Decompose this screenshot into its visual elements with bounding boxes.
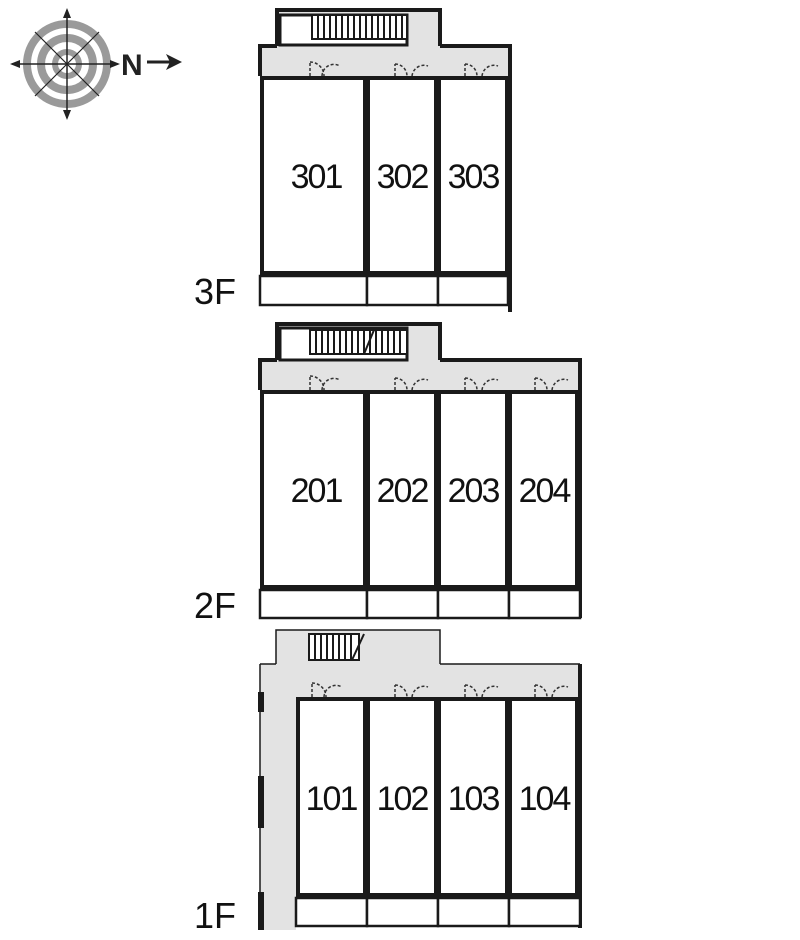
staircase-icon <box>278 326 409 362</box>
room-number: 302 <box>377 158 429 196</box>
unit-202 <box>366 390 438 589</box>
balcony <box>436 588 511 620</box>
room-number: 102 <box>377 780 429 818</box>
unit-104 <box>508 697 579 897</box>
staircase-icon <box>278 13 409 47</box>
floor-label: 2F <box>194 585 236 626</box>
room-number: 101 <box>306 780 358 818</box>
door-icon <box>311 682 569 698</box>
floor-2f: 201 202 203 204 2F <box>194 322 582 626</box>
unit-102 <box>366 697 438 897</box>
unit-103 <box>437 697 509 897</box>
unit-204 <box>508 390 579 589</box>
corridor <box>260 630 580 930</box>
room-number: 203 <box>448 472 500 510</box>
door-icon <box>309 375 569 391</box>
room-number: 103 <box>448 780 500 818</box>
balcony <box>365 896 440 928</box>
compass-north-label: N <box>121 49 143 82</box>
unit-201 <box>260 390 367 589</box>
balcony <box>436 896 511 928</box>
balcony <box>507 588 582 620</box>
room-number: 104 <box>519 780 571 818</box>
balcony <box>294 896 369 928</box>
balcony <box>365 274 440 307</box>
compass-icon: N <box>10 8 182 120</box>
room-number: 204 <box>519 472 571 510</box>
room-number: 303 <box>448 158 500 196</box>
balcony <box>365 588 440 620</box>
balcony <box>507 896 582 928</box>
room-number: 201 <box>291 472 343 510</box>
floor-label: 3F <box>194 271 236 312</box>
staircase-icon <box>308 633 365 661</box>
north-arrow-icon <box>166 54 182 70</box>
balcony <box>436 274 510 307</box>
balcony <box>258 588 369 620</box>
room-number: 301 <box>291 158 343 196</box>
door-icon <box>309 61 499 77</box>
unit-302 <box>366 76 438 275</box>
balcony <box>258 274 369 307</box>
room-number: 202 <box>377 472 429 510</box>
floor-label: 1F <box>194 895 236 936</box>
unit-303 <box>437 76 509 275</box>
floor-1f: 101 102 103 104 1F <box>194 629 582 936</box>
unit-203 <box>437 390 509 589</box>
unit-101 <box>296 697 367 897</box>
floor-3f: 301 302 303 3F <box>194 8 512 312</box>
unit-301 <box>260 76 367 275</box>
